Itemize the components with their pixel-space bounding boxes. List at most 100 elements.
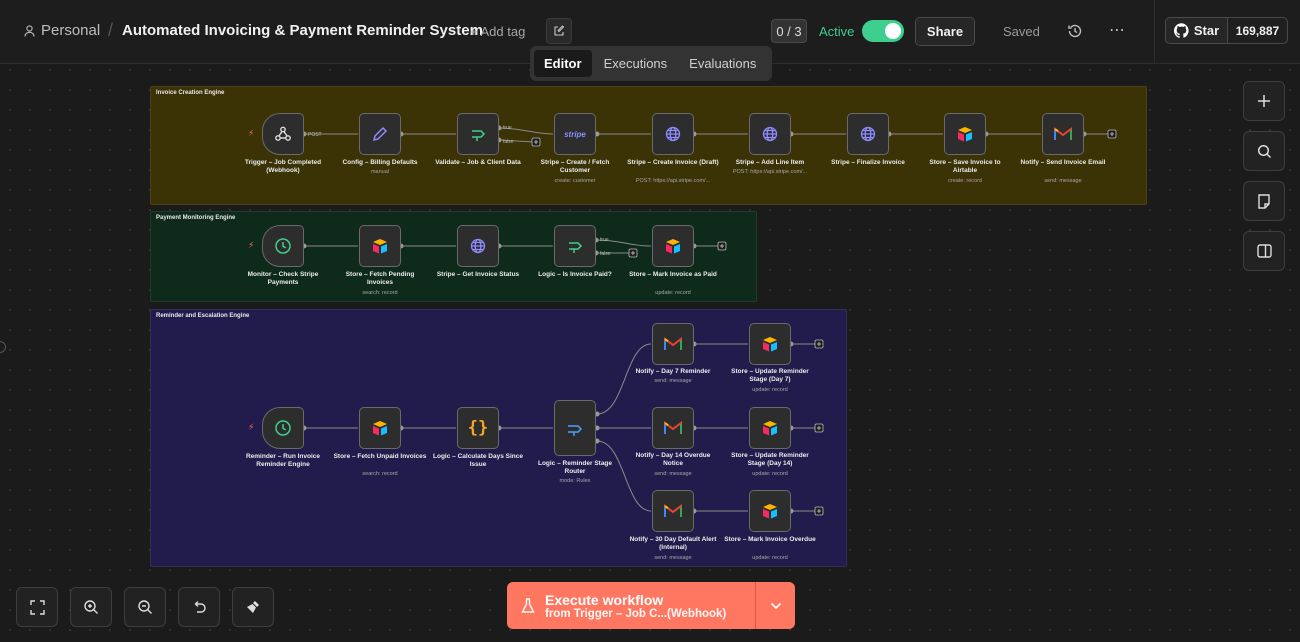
trigger-bolt-icon: ⚡	[248, 422, 255, 432]
if-icon	[472, 130, 486, 141]
node-notify-day7[interactable]	[652, 323, 694, 365]
tab-executions[interactable]: Executions	[603, 56, 668, 71]
search-icon	[1257, 144, 1271, 158]
reset-zoom-button[interactable]	[178, 587, 220, 627]
node-subtitle: manual	[370, 169, 390, 175]
node-label: Notify – Day 7 Reminder	[635, 368, 711, 375]
node-store-update-day14[interactable]	[749, 407, 791, 449]
tidy-up-button[interactable]	[232, 587, 274, 627]
saved-status: Saved	[1003, 24, 1040, 39]
node-label: Store – Fetch Unpaid Invoices	[333, 453, 427, 460]
node-logic-calc-days[interactable]: {}	[457, 407, 499, 449]
node-logic-stage-router[interactable]	[554, 400, 596, 456]
node-label: Trigger – Job Completed (Webhook)	[244, 159, 322, 174]
zoom-out-button[interactable]	[124, 587, 166, 627]
globe-icon	[665, 126, 681, 142]
toggle-panel-button[interactable]	[1243, 231, 1285, 271]
airtable-icon	[763, 504, 777, 519]
node-store-mark-paid[interactable]	[652, 225, 694, 267]
group-title: Payment Monitoring Engine	[156, 215, 236, 221]
version-counter[interactable]: 0 / 3	[771, 19, 807, 43]
fit-view-button[interactable]	[16, 587, 58, 627]
node-subtitle: POST: https://api.stripe.com/...	[732, 169, 808, 175]
tab-evaluations[interactable]: Evaluations	[689, 56, 757, 71]
node-subtitle: send: message	[1044, 178, 1082, 184]
node-label: Config – Billing Defaults	[342, 159, 418, 166]
history-icon[interactable]	[1066, 22, 1084, 40]
node-subtitle: send: message	[654, 555, 692, 561]
node-store-mark-overdue[interactable]	[749, 490, 791, 532]
edit-description-button[interactable]	[546, 18, 572, 44]
execute-title: Execute workflow	[545, 591, 664, 608]
webhook-icon	[275, 126, 291, 141]
gmail-icon	[664, 504, 682, 517]
execute-options-button[interactable]	[755, 582, 795, 629]
add-tag-button[interactable]: + Add tag	[470, 24, 526, 39]
node-reminder-engine[interactable]	[262, 407, 304, 449]
star-label: Star	[1193, 23, 1220, 38]
workflow-title[interactable]: Automated Invoicing & Payment Reminder S…	[122, 22, 483, 39]
node-label: Logic – Reminder Stage Router	[537, 460, 613, 475]
node-store-fetch-pending[interactable]	[359, 225, 401, 267]
node-subtitle: update: record	[752, 471, 788, 477]
node-label: Store – Update Reminder Stage (Day 14)	[731, 452, 809, 467]
execute-workflow-button[interactable]: Execute workflow from Trigger – Job C...…	[507, 582, 755, 629]
node-stripe-customer[interactable]: stripe	[554, 113, 596, 155]
node-notify-day14[interactable]	[652, 407, 694, 449]
node-label: Validate – Job & Client Data	[435, 159, 521, 166]
node-stripe-line-item[interactable]	[749, 113, 791, 155]
workflow-canvas[interactable]: Invoice Creation Engine Payment Monitori…	[0, 64, 1300, 642]
tab-editor[interactable]: Editor	[534, 50, 592, 77]
trigger-bolt-icon: ⚡	[248, 240, 255, 250]
editor-tabs: Editor Executions Evaluations	[530, 46, 772, 81]
node-subtitle: search: record	[362, 471, 398, 477]
add-sticky-button[interactable]	[1243, 181, 1285, 221]
node-subtitle: send: message	[654, 471, 692, 477]
false-label: false	[503, 139, 514, 145]
undo-icon	[194, 600, 206, 613]
node-notify-send-invoice[interactable]	[1042, 113, 1084, 155]
plus-icon	[1258, 95, 1270, 107]
node-config-billing[interactable]	[359, 113, 401, 155]
node-trigger-webhook[interactable]	[262, 113, 304, 155]
node-label: Store – Save Invoice to Airtable	[929, 159, 1001, 174]
true-label: true	[503, 125, 512, 131]
github-star-button[interactable]: Star	[1165, 17, 1227, 44]
trigger-bolt-icon: ⚡	[248, 128, 255, 138]
add-node-button[interactable]	[1243, 81, 1285, 121]
more-options-icon[interactable]: ⋯	[1109, 22, 1125, 39]
zoom-in-button[interactable]	[70, 587, 112, 627]
node-stripe-invoice-status[interactable]	[457, 225, 499, 267]
node-stripe-finalize[interactable]	[847, 113, 889, 155]
true-label: true	[600, 237, 609, 243]
node-monitor-stripe[interactable]	[262, 225, 304, 267]
github-star-count[interactable]: 169,887	[1227, 17, 1288, 44]
node-store-save-invoice[interactable]	[944, 113, 986, 155]
node-stripe-create-invoice[interactable]	[652, 113, 694, 155]
code-icon: {}	[467, 418, 489, 438]
execute-subtitle: from Trigger – Job C...(Webhook)	[545, 607, 727, 620]
node-logic-is-paid[interactable]	[554, 225, 596, 267]
switch-icon	[568, 425, 583, 436]
active-label: Active	[819, 24, 855, 39]
breadcrumb-workspace[interactable]: Personal	[24, 22, 100, 39]
node-validate[interactable]	[457, 113, 499, 155]
header-divider	[1154, 0, 1155, 64]
node-notify-day30[interactable]	[652, 490, 694, 532]
node-store-fetch-unpaid[interactable]	[359, 407, 401, 449]
breadcrumb-separator: /	[108, 20, 114, 40]
airtable-icon	[763, 337, 777, 352]
node-label: Notify – Day 14 Overdue Notice	[635, 452, 711, 467]
node-store-update-day7[interactable]	[749, 323, 791, 365]
node-subtitle: update: record	[752, 555, 788, 561]
if-icon	[569, 242, 583, 253]
flask-icon	[521, 597, 535, 613]
share-button[interactable]: Share	[915, 17, 975, 46]
github-icon	[1173, 23, 1189, 38]
workspace-name: Personal	[41, 22, 101, 39]
node-label: Store – Mark Invoice as Paid	[629, 271, 717, 278]
search-nodes-button[interactable]	[1243, 131, 1285, 171]
execute-text: Execute workflow from Trigger – Job C...…	[545, 592, 726, 620]
edit-icon	[554, 25, 565, 36]
active-toggle[interactable]	[862, 20, 904, 42]
